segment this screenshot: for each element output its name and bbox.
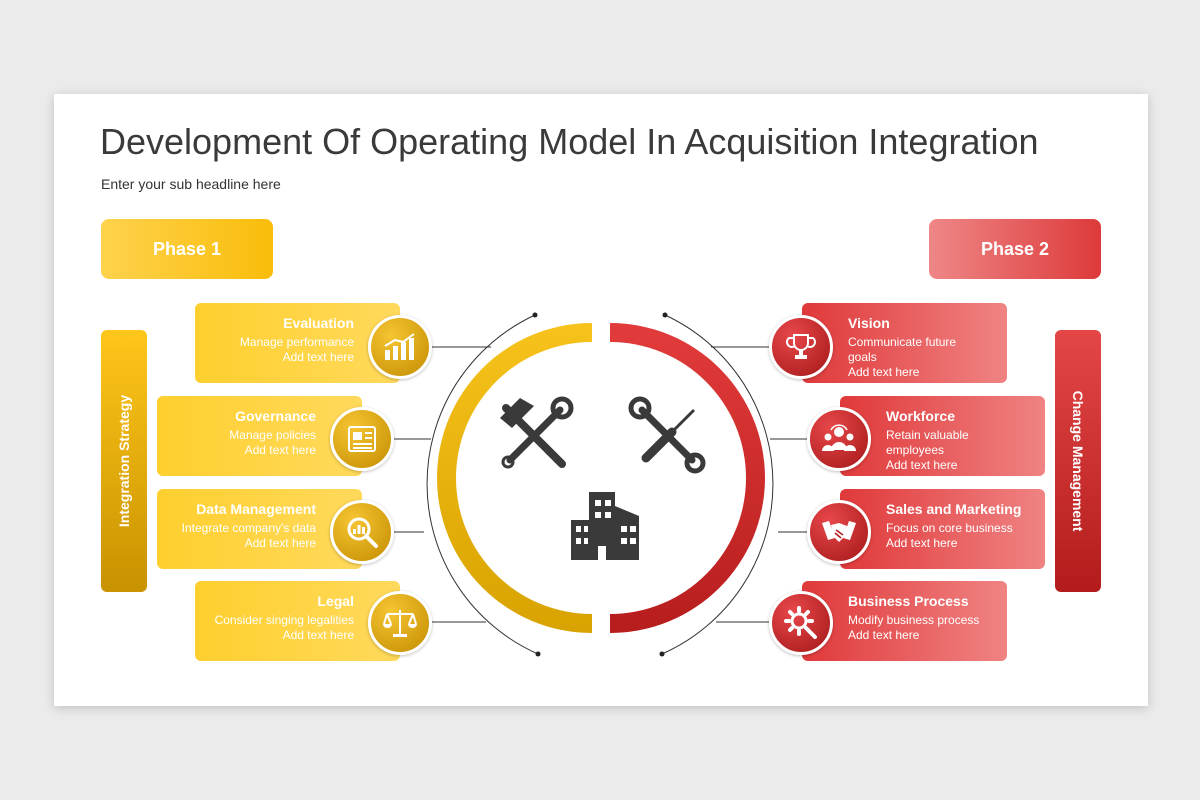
card-heading: Data Management: [196, 501, 316, 517]
card-line: Retain valuable: [886, 428, 969, 442]
yellow-half-ring: [437, 323, 592, 633]
wrench-screwdriver-icon: [628, 396, 706, 474]
magnifier-chart-icon: [330, 500, 394, 564]
integration-strategy-bar: Integration Strategy: [101, 330, 147, 592]
card-text: Focus on core business Add text here: [886, 521, 1013, 551]
card-workforce: Workforce Retain valuable employees Add …: [840, 396, 1045, 476]
change-management-bar: Change Management: [1055, 330, 1101, 592]
card-line: goals: [848, 350, 877, 364]
card-heading: Business Process: [848, 593, 969, 609]
card-heading: Evaluation: [283, 315, 354, 331]
arc-dot: [532, 312, 538, 318]
hammer-wrench-icon: [500, 396, 574, 469]
card-line: Add text here: [282, 628, 354, 642]
card-line: Focus on core business: [886, 521, 1013, 535]
handshake-icon: [807, 500, 871, 564]
trophy-icon: [769, 315, 833, 379]
card-text: Retain valuable employees Add text here: [886, 428, 969, 473]
card-line: Manage policies: [229, 428, 316, 442]
card-line: Add text here: [886, 536, 958, 550]
card-line: Modify business process: [848, 613, 980, 627]
scales-icon: [368, 591, 432, 655]
card-legal: Legal Consider singing legalities Add te…: [195, 581, 400, 661]
gear-search-icon: [769, 591, 833, 655]
red-half-ring: [610, 323, 765, 633]
card-line: Manage performance: [239, 335, 354, 349]
card-text: Manage performance Add text here: [240, 335, 354, 365]
outer-arc-right: [661, 314, 774, 655]
card-text: Modify business process Add text here: [848, 613, 979, 643]
card-heading: Vision: [848, 315, 890, 331]
card-line: Add text here: [244, 536, 316, 550]
card-governance: Governance Manage policies Add text here: [157, 396, 362, 476]
page-title: Development Of Operating Model In Acquis…: [100, 121, 1039, 162]
card-data-management: Data Management Integrate company's data…: [157, 489, 362, 569]
card-line: Communicate future: [848, 335, 957, 349]
slide: Development Of Operating Model In Acquis…: [54, 94, 1148, 706]
card-line: Add text here: [848, 628, 920, 642]
card-text: Manage policies Add text here: [229, 428, 316, 458]
card-business-process: Business Process Modify business process…: [802, 581, 1007, 661]
team-icon: [807, 407, 871, 471]
card-line: Add text here: [848, 365, 920, 379]
card-heading: Governance: [235, 408, 316, 424]
newspaper-icon: [330, 407, 394, 471]
arc-dot: [659, 651, 665, 657]
bar-chart-icon: [368, 315, 432, 379]
card-evaluation: Evaluation Manage performance Add text h…: [195, 303, 400, 383]
outer-arc-left: [426, 314, 539, 655]
card-sales-and-marketing: Sales and Marketing Focus on core busine…: [840, 489, 1045, 569]
card-text: Consider singing legalities Add text her…: [215, 613, 354, 643]
card-text: Communicate future goals Add text here: [848, 335, 956, 380]
center-diagram: [391, 312, 810, 657]
card-line: employees: [886, 443, 945, 457]
card-line: Add text here: [886, 458, 958, 472]
card-heading: Workforce: [886, 408, 955, 424]
buildings-icon: [571, 492, 639, 560]
page-subtitle: Enter your sub headline here: [101, 176, 281, 192]
card-line: Add text here: [244, 443, 316, 457]
arc-dot: [535, 651, 541, 657]
phase-1-label: Phase 1: [101, 219, 273, 279]
card-line: Integrate company's data: [181, 521, 316, 535]
phase-2-label: Phase 2: [929, 219, 1101, 279]
card-line: Add text here: [282, 350, 354, 364]
card-line: Consider singing legalities: [214, 613, 354, 627]
card-heading: Legal: [317, 593, 354, 609]
card-heading: Sales and Marketing: [886, 501, 1022, 517]
card-text: Integrate company's data Add text here: [182, 521, 316, 551]
card-vision: Vision Communicate future goals Add text…: [802, 303, 1007, 383]
arc-dot: [662, 312, 668, 318]
